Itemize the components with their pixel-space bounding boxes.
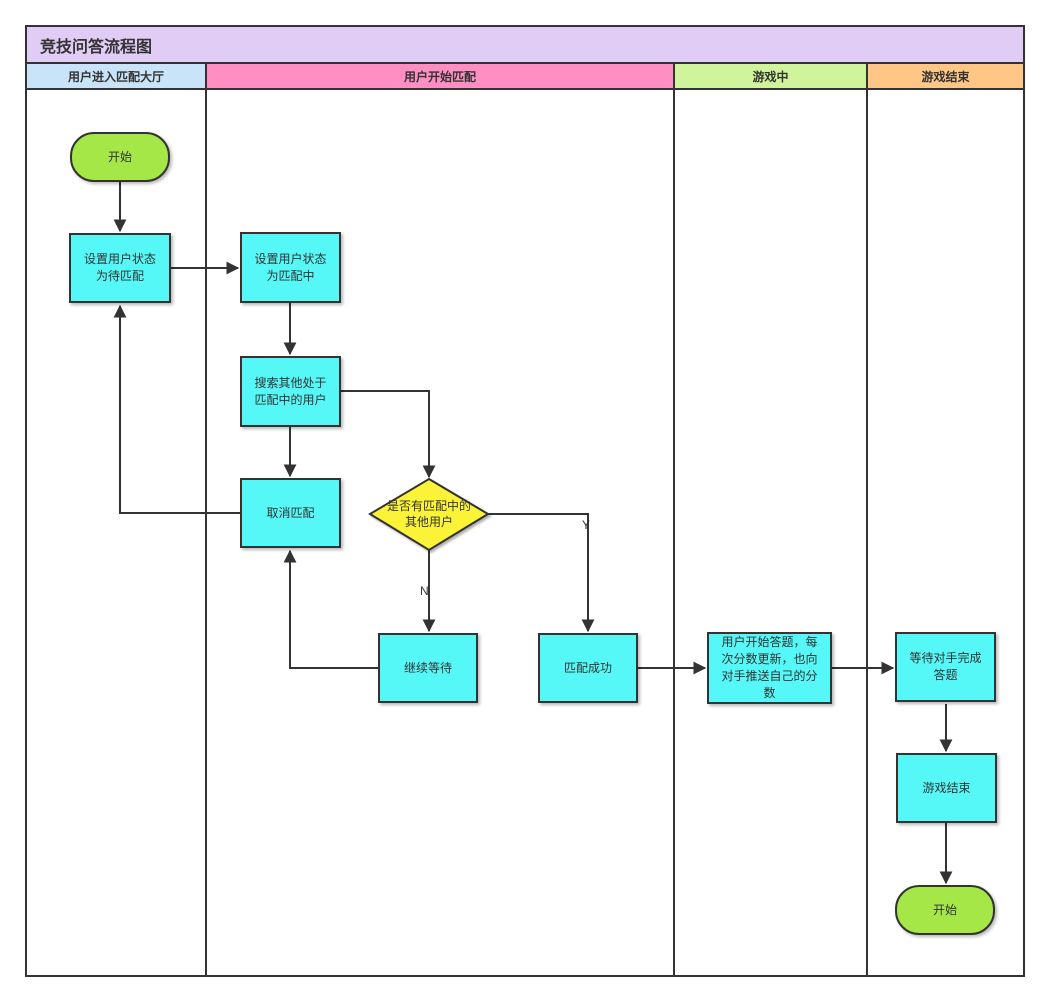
lane-column-in-game [675,90,868,975]
node-wait-opponent[interactable]: 等待对手完成 答题 [895,632,996,702]
node-end[interactable]: 开始 [895,885,995,935]
pool-title-bar: 竞技问答流程图 [27,27,1023,64]
node-search-users[interactable]: 搜索其他处于 匹配中的用户 [240,356,341,427]
edge-label-yes: Y [582,518,591,532]
node-set-status-waiting[interactable]: 设置用户状态 为待匹配 [69,233,171,303]
lane-header-label: 用户开始匹配 [403,69,476,84]
edge-continue-waiting-to-cancel [283,549,378,669]
lane-header-label: 游戏中 [752,69,789,84]
edge-search-to-decision [341,390,436,479]
lane-body-row [27,90,1023,975]
edge-cancel-to-set-waiting [113,304,240,514]
node-continue-waiting-label: 继续等待 [403,660,452,675]
decision-diamond[interactable] [368,477,490,552]
node-end-label: 开始 [932,902,957,917]
edge-decision-yes-to-match-success [488,513,595,633]
lane-header-in-game: 游戏中 [675,64,868,88]
edge-label-no: N [420,584,429,598]
lane-column-enter-hall [27,90,207,975]
lane-header-label: 用户进入匹配大厅 [67,69,164,84]
node-start[interactable]: 开始 [70,132,170,182]
node-set-status-matching-label: 设置用户状态 为匹配中 [254,251,327,283]
node-game-over[interactable]: 游戏结束 [896,753,997,823]
lane-header-start-matching: 用户开始匹配 [207,64,675,88]
node-match-success-label: 匹配成功 [563,660,612,675]
node-answering-label: 用户开始答题，每 次分数更新，也向 对手推送自己的分 数 [721,635,818,700]
node-search-users-label: 搜索其他处于 匹配中的用户 [254,375,327,407]
node-cancel-match-label: 取消匹配 [266,505,315,520]
node-set-status-waiting-label: 设置用户状态 为待匹配 [83,252,156,283]
node-game-over-label: 游戏结束 [922,780,971,795]
pool-frame: 竞技问答流程图 用户进入匹配大厅 用户开始匹配 游戏中 游戏结束 [25,25,1025,977]
lane-header-enter-hall: 用户进入匹配大厅 [27,64,207,88]
node-continue-waiting[interactable]: 继续等待 [378,633,478,703]
node-cancel-match[interactable]: 取消匹配 [240,478,341,548]
node-set-status-matching[interactable]: 设置用户状态 为匹配中 [240,232,341,303]
node-answering[interactable]: 用户开始答题，每 次分数更新，也向 对手推送自己的分 数 [707,632,832,704]
node-decision-label: 是否有匹配中的 其他用户 [386,498,471,529]
node-start-label: 开始 [107,149,132,164]
node-match-success[interactable]: 匹配成功 [538,633,638,703]
lane-header-row: 用户进入匹配大厅 用户开始匹配 游戏中 游戏结束 [27,64,1023,90]
lane-header-label: 游戏结束 [921,69,970,84]
pool-title: 竞技问答流程图 [40,38,153,56]
lane-header-game-over: 游戏结束 [868,64,1023,88]
node-wait-opponent-label: 等待对手完成 答题 [909,651,982,682]
lane-column-start-matching [207,90,675,975]
